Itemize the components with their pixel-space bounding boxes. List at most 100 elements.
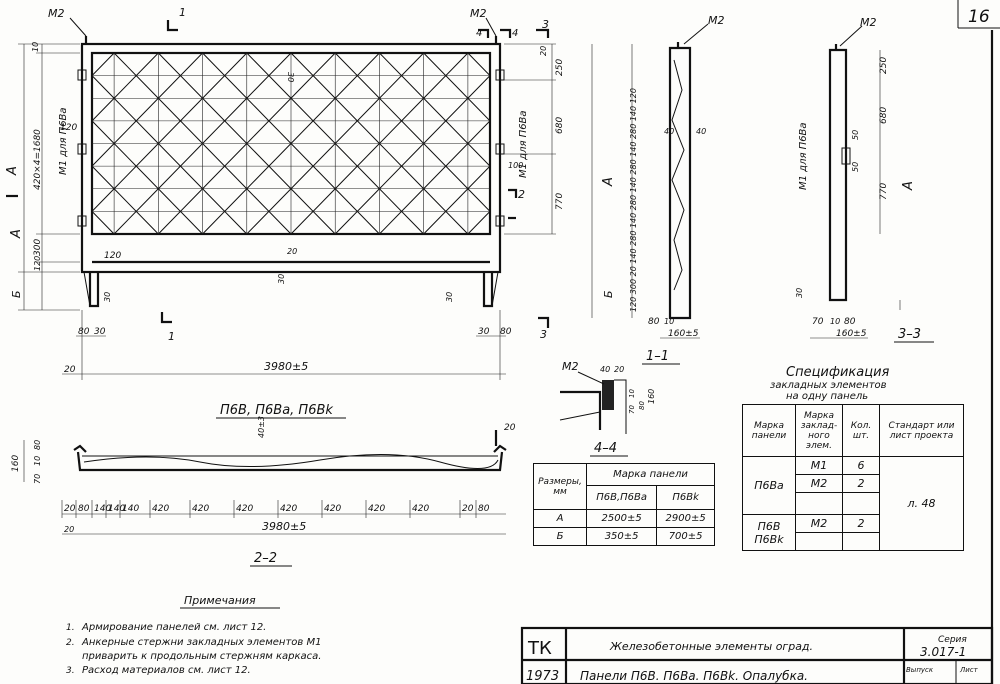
dim-80-33: 80 <box>844 317 856 327</box>
lattice-rib <box>224 188 269 234</box>
lattice-rib <box>136 143 181 189</box>
dim-chain-label: 20 <box>462 504 474 514</box>
notes-title: Примечания <box>184 594 256 607</box>
dim-chain-label: 420 <box>280 504 297 514</box>
lattice-rib <box>445 98 490 144</box>
dim-300-left: 300 <box>33 239 43 256</box>
dim-chain-label: 420 <box>324 504 341 514</box>
lattice-rib <box>92 188 137 234</box>
dim-b-11: Б <box>602 290 615 298</box>
dim-chain-label: 420 <box>368 504 385 514</box>
note-2-num: 2. <box>66 638 75 648</box>
dim-20-front: 20 <box>64 365 76 375</box>
lattice-rib <box>357 188 402 234</box>
lattice-rib <box>180 53 225 99</box>
dim-20-mid: 20 <box>287 247 297 256</box>
dim-10-44: 10 <box>628 389 636 398</box>
dim-chain-label: 140 <box>94 504 111 514</box>
dim-160-44: 160 <box>647 389 656 404</box>
m2-label-33: M2 <box>860 16 877 29</box>
tb-sheet-label: Лист <box>959 666 979 674</box>
lattice-rib <box>136 53 181 99</box>
spec-title-1: Спецификация <box>786 365 890 380</box>
dim-80-44: 80 <box>638 401 646 410</box>
table-row: Б 350±5 700±5 <box>533 527 715 546</box>
spec-h3: Кол. шт. <box>842 404 880 457</box>
sheet-number-box: 16 <box>957 0 1000 29</box>
lattice-rib <box>224 53 269 99</box>
sheet-number: 16 <box>968 7 990 27</box>
sizes-header-b: П6Вk <box>656 485 715 510</box>
dim-chain-label: 420 <box>192 504 209 514</box>
dim-30-33: 30 <box>795 288 804 298</box>
dim-250-right: 250 <box>555 59 565 76</box>
section-mark-3-top: 3 <box>542 18 549 31</box>
section-mark-4a: 4 <box>476 28 482 39</box>
m1-label-right: M1 для П6Ва <box>518 110 529 178</box>
tb-line1: Железобетонные элементы оград. <box>609 640 813 653</box>
front-view: M2 M2 1 1 4 4 3 3 2 A 10 420×4=1680 <box>5 6 565 419</box>
dim-80-22: 80 <box>33 440 42 450</box>
lattice-rib <box>313 53 358 99</box>
sizes-cell: 2900±5 <box>656 509 715 528</box>
detail-44-title: 4–4 <box>594 441 617 456</box>
section-22-title: 2–2 <box>254 551 277 566</box>
dim-chain-label: 140 <box>108 504 125 514</box>
note-2b-text: приварить к продольным стержням каркаса. <box>82 651 321 662</box>
dim-50-33a: 50 <box>851 130 860 140</box>
sizes-row-label: Б <box>533 527 587 546</box>
dim-30-slope-right: 30 <box>445 292 454 302</box>
tb-year: 1973 <box>526 669 559 684</box>
title-block: ТК 1973 Железобетонные элементы оград. П… <box>520 626 994 684</box>
table-row: П6Ва M1 6 л. 48 <box>742 456 964 551</box>
dim-40-22: 40±3 <box>257 416 266 438</box>
dim-20-22-top: 20 <box>504 423 516 433</box>
dim-20-44: 20 <box>614 365 624 374</box>
lattice-rib <box>313 188 358 234</box>
lattice-rib <box>268 98 314 144</box>
dim-10-33: 10 <box>830 317 840 326</box>
note-1-num: 1. <box>66 623 75 633</box>
dim-30-top: 30 <box>286 72 295 82</box>
section-3-3: M2 M1 для П6Ва 250 680 770 50 50 A 30 70… <box>795 16 934 343</box>
lattice-rib <box>357 98 402 144</box>
dim-a-33: A <box>901 181 916 191</box>
spec-qty: 6 <box>842 456 880 475</box>
m2-label-left: M2 <box>48 7 65 20</box>
dim-70-44: 70 <box>628 405 636 414</box>
lattice-rib <box>92 143 137 189</box>
sizes-cell: 2500±5 <box>585 509 658 528</box>
dim-chain-label: 420 <box>412 504 429 514</box>
tb-series-label: Серия <box>938 635 967 645</box>
spec-panel1: П6Ва <box>742 456 796 515</box>
lattice-rib <box>224 98 269 144</box>
dim-40-11a: 40 <box>664 127 674 136</box>
dim-chain-label: 80 <box>478 504 490 514</box>
spec-mark: M2 <box>795 514 843 533</box>
sizes-cell: 350±5 <box>585 527 658 546</box>
spec-title-3: на одну панель <box>786 391 868 402</box>
lattice-rib <box>136 188 181 234</box>
dim-680-33: 680 <box>879 107 889 124</box>
dim-80-br: 80 <box>500 327 512 337</box>
spec-table: Марка панели Марка заклад- ного элем. Ко… <box>742 404 964 551</box>
lattice-rib <box>268 143 314 189</box>
note-3-text: Расход материалов см. лист 12. <box>82 665 251 676</box>
sizes-table: Размеры, мм Марка панели П6В,П6Ва П6Вk A… <box>533 463 715 546</box>
dim-160-33: 160±5 <box>836 329 867 339</box>
table-row: M2 2 <box>743 474 964 493</box>
dim-770-33: 770 <box>879 183 889 200</box>
dim-chain-label: 20 <box>64 504 76 514</box>
dim-40-11b: 40 <box>696 127 706 136</box>
dim-100-right: 100 <box>508 161 523 170</box>
spec-title-2: закладных элементов <box>770 380 887 391</box>
notes: Примечания 1. Армирование панелей см. ли… <box>66 594 321 676</box>
dim-10-22: 10 <box>33 456 42 466</box>
dim-680-right: 680 <box>555 117 565 134</box>
lattice-rib <box>224 143 269 189</box>
dim-30-br: 30 <box>478 327 490 337</box>
lattice-rib <box>313 143 358 189</box>
